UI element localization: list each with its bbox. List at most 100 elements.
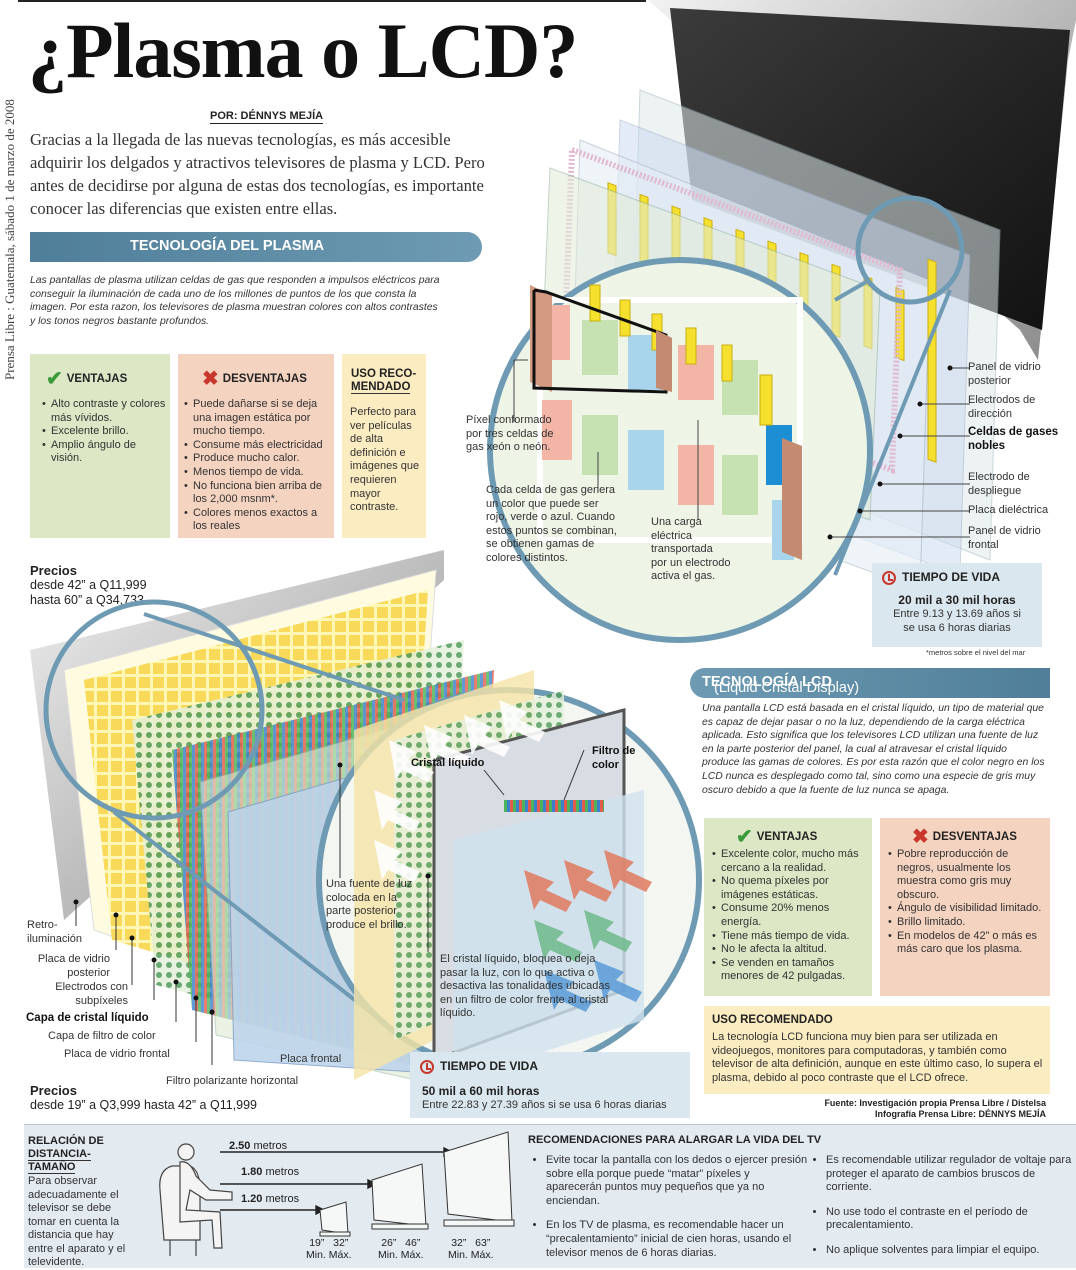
- lcd-life-hours: 50 mil a 60 mil horas: [422, 1084, 540, 1098]
- color-filter-label: Filtro de color: [592, 745, 636, 771]
- list-item: Excelente brillo.: [42, 425, 166, 439]
- source-credit: Fuente: Investigación propia Prensa Libr…: [700, 1098, 1046, 1120]
- tv-icon-large: [443, 1131, 515, 1227]
- plasma-desventajas-title: ✖DESVENTAJAS: [202, 366, 307, 391]
- plasma-life-detail: Entre 9.13 y 13.69 años si se usa 6 hora…: [893, 608, 1021, 634]
- top-rule: [18, 0, 646, 2]
- gas-cell-label: Cada celda de gas genera un color que pu…: [486, 484, 617, 564]
- distance-120-unit: metros: [265, 1193, 300, 1205]
- distance-250-value: 2.50: [229, 1140, 251, 1152]
- recommendations-col1: Evite tocar la pantalla con los dedos o …: [534, 1154, 808, 1260]
- list-item: Tiene más tiempo de vida.: [712, 930, 870, 944]
- distance-text: Para observar adecuadamente el televisor…: [28, 1175, 126, 1268]
- list-item: No funciona bien arriba de los 2,000 msn…: [184, 480, 330, 507]
- list-item: No quema píxeles por imágenes estáticas.: [712, 875, 870, 902]
- list-item: En los TV de plasma, es recomendable hac…: [546, 1219, 808, 1260]
- distance-180: 1.80 metros: [241, 1166, 299, 1178]
- lcd-ventajas-title: ✔VENTAJAS: [736, 824, 817, 849]
- distance-title: RELACIÓN DE DISTANCIA-TAMAÑO: [28, 1135, 138, 1174]
- list-item: Excelente color, mucho más cercano a la …: [712, 848, 870, 875]
- size-max: 32”: [333, 1237, 349, 1249]
- min-label: Min.: [378, 1249, 398, 1261]
- lcd-uso-box: USO RECOMENDADO La tecnología LCD funcio…: [704, 1006, 1050, 1094]
- lcd-desventajas-box: ✖DESVENTAJAS Pobre reproducción de negro…: [880, 818, 1050, 996]
- recommendations-section: RECOMENDACIONES PARA ALARGAR LA VIDA DEL…: [528, 1134, 1071, 1259]
- lc-layer-label: Capa de cristal líquido: [26, 1012, 149, 1024]
- front-plate-label: Placa frontal: [280, 1053, 342, 1065]
- plasma-uso-title: USO RECO- MENDADO: [351, 368, 416, 394]
- list-item: Pobre reproducción de negros, usualmente…: [888, 848, 1046, 902]
- plasma-desventajas-box: ✖DESVENTAJAS Puede dañarse si se deja un…: [178, 354, 334, 538]
- list-item: Menos tiempo de vida.: [184, 466, 330, 480]
- front-glass-label: Panel de vidrio frontal: [968, 525, 1041, 551]
- plasma-heading: TECNOLOGÍA DEL PLASMA: [130, 238, 325, 254]
- check-icon: ✔: [736, 826, 753, 848]
- rear-glass-label: Panel de vidrio posterior: [968, 361, 1041, 387]
- min-label: Min.: [306, 1249, 326, 1261]
- lcd-life-detail: Entre 22.83 y 27.39 años si se usa 6 hor…: [422, 1099, 667, 1111]
- liquid-crystal-label: Cristal líquido: [411, 757, 485, 769]
- pixel-label: Píxel conformado por tres celdas de gas …: [466, 414, 554, 453]
- backlight-label: Retro-iluminación: [27, 919, 83, 945]
- clock-icon: [882, 571, 896, 585]
- list-item: Consume más electricidad: [184, 439, 330, 453]
- filter-layer-label: Capa de filtro de color: [48, 1030, 156, 1042]
- list-item: En modelos de 42” o más es más caro que …: [888, 930, 1046, 957]
- tv-icon-medium: [371, 1163, 429, 1230]
- list-item: Ángulo de visibilidad limitado.: [888, 902, 1046, 916]
- plasma-prices: Precios desde 42” a Q11,999 hasta 60” a …: [30, 563, 147, 608]
- size-min: 26”: [381, 1237, 397, 1249]
- plasma-uso-text: Perfecto para ver películas de alta defi…: [350, 406, 420, 514]
- plasma-price-line1: desde 42” a Q11,999: [30, 578, 147, 592]
- lcd-life-label: TIEMPO DE VIDA: [440, 1059, 539, 1073]
- size-range-1: 19” 32” Min. Máx.: [306, 1237, 352, 1261]
- min-label: Min.: [448, 1249, 468, 1261]
- lcd-prices: Precios desde 19” a Q3,999 hasta 42” a Q…: [30, 1083, 257, 1113]
- lcd-desventajas-label: DESVENTAJAS: [932, 831, 1017, 843]
- polarizer-label: Filtro polarizante horizontal: [166, 1075, 299, 1087]
- list-item: Es recomendable utilizar regulador de vo…: [826, 1154, 1076, 1195]
- charge-label: Una carga eléctrica transportada por un …: [651, 516, 731, 582]
- size-max: 63”: [475, 1237, 491, 1249]
- list-item: Puede dañarse si se deja una imagen está…: [184, 398, 330, 439]
- bottom-separator: [24, 1124, 1076, 1125]
- uso-title-line2: MENDADO: [351, 381, 411, 394]
- list-item: No le afecta la altitud.: [712, 943, 870, 957]
- lcd-heading-wrap: TECNOLOGÍA LCD (Liquid Cristal Display): [702, 674, 859, 696]
- size-min: 32”: [451, 1237, 467, 1249]
- list-item: Se venden en tamaños menores de 42 pulga…: [712, 957, 870, 984]
- lcd-ventajas-label: VENTAJAS: [756, 831, 818, 843]
- list-item: Consume 20% menos energía.: [712, 902, 870, 929]
- plasma-ventajas-list: Alto contraste y colores más vívidos. Ex…: [42, 398, 166, 466]
- size-range-2: 26” 46” Min. Máx.: [378, 1237, 424, 1261]
- lcd-prices-label: Precios: [30, 1083, 77, 1098]
- dielectric-label: Placa dieléctrica: [968, 504, 1049, 516]
- distance-diagram: [159, 1131, 515, 1256]
- sidebar-dateline: Prensa Libre : Guatemala, sábado 1 de ma…: [0, 0, 24, 1268]
- lcd-life-title: TIEMPO DE VIDA: [420, 1059, 538, 1074]
- list-item: Colores menos exactos a los reales: [184, 507, 330, 534]
- clock-icon: [420, 1060, 434, 1074]
- lcd-heading: TECNOLOGÍA LCD: [702, 674, 832, 690]
- lcd-price-line1: desde 19” a Q3,999 hasta 42” a Q11,999: [30, 1098, 258, 1112]
- lcd-ventajas-box: ✔VENTAJAS Excelente color, mucho más cer…: [704, 818, 872, 996]
- lcd-desventajas-list: Pobre reproducción de negros, usualmente…: [888, 848, 1046, 957]
- lcd-section-header: TECNOLOGÍA LCD (Liquid Cristal Display): [690, 668, 1050, 698]
- list-item: Brillo limitado.: [888, 916, 1046, 930]
- plasma-ventajas-title: ✔VENTAJAS: [46, 366, 127, 391]
- list-item: No aplique solventes para limpiar el equ…: [826, 1244, 1076, 1258]
- crystal-block-label: El cristal líquido, bloquea o deja pasar…: [440, 953, 611, 1019]
- recommendations-title: RECOMENDACIONES PARA ALARGAR LA VIDA DEL…: [528, 1134, 822, 1146]
- lcd-desventajas-title: ✖DESVENTAJAS: [912, 824, 1017, 849]
- distance-180-value: 1.80: [241, 1166, 263, 1178]
- plasma-desventajas-list: Puede dañarse si se deja una imagen está…: [184, 398, 330, 534]
- lcd-ventajas-list: Excelente color, mucho más cercano a la …: [712, 848, 870, 984]
- plasma-price-line2: hasta 60” a Q34,733: [30, 593, 144, 607]
- plasma-life-hours: 20 mil a 30 mil horas: [898, 593, 1016, 607]
- source-line: Fuente: Investigación propia Prensa Libr…: [824, 1098, 1046, 1108]
- lcd-uso-text: La tecnología LCD funciona muy bien para…: [712, 1031, 1043, 1084]
- intro-text: Gracias a la llegada de las nuevas tecno…: [30, 130, 485, 218]
- dateline-text: Prensa Libre : Guatemala, sábado 1 de ma…: [2, 99, 17, 380]
- lcd-exploded-illustration: [30, 550, 702, 1101]
- lcd-description: Una pantalla LCD está basada en el crist…: [702, 703, 1045, 796]
